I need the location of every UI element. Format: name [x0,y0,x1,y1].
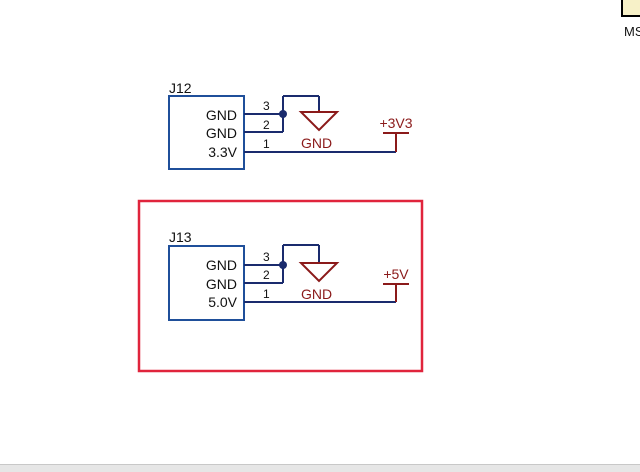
j12-pin1-label: 3.3V [208,144,237,160]
j12-junction-dot [279,110,287,118]
j13-pin2-number: 2 [263,268,270,282]
j13-ground-label: GND [301,286,332,302]
bottom-edge-bar [0,464,640,472]
j12-power-label: +3V3 [379,115,412,131]
j12-pin3-label: GND [206,107,237,123]
highlight-box [137,199,424,373]
j13-junction-dot [279,261,287,269]
j13-power-label: +5V [383,266,409,282]
connector-j13[interactable]: J13 GND GND 5.0V 3 2 1 GND +5V [168,229,409,321]
j13-ground-symbol [298,262,340,283]
j13-ref-label: J13 [169,229,192,245]
j13-pin3-number: 3 [263,250,270,264]
j13-pin1-label: 5.0V [208,294,237,310]
j12-pin2-label: GND [206,125,237,141]
j13-pin1-number: 1 [263,287,270,301]
j12-ground-label: GND [301,135,332,151]
j13-pin3-label: GND [206,257,237,273]
corner-label: MS [624,24,640,39]
j12-body [168,95,245,170]
j12-pin2-number: 2 [263,118,270,132]
corner-fragment: MS [621,0,640,39]
j12-ground-symbol [298,111,340,132]
j12-ref-label: J12 [169,80,192,96]
corner-box [621,0,640,17]
j12-pin1-number: 1 [263,137,270,151]
connector-j12[interactable]: J12 GND GND 3.3V 3 2 1 GND +3V3 [168,80,413,170]
j12-pin3-number: 3 [263,99,270,113]
j13-pin2-label: GND [206,276,237,292]
